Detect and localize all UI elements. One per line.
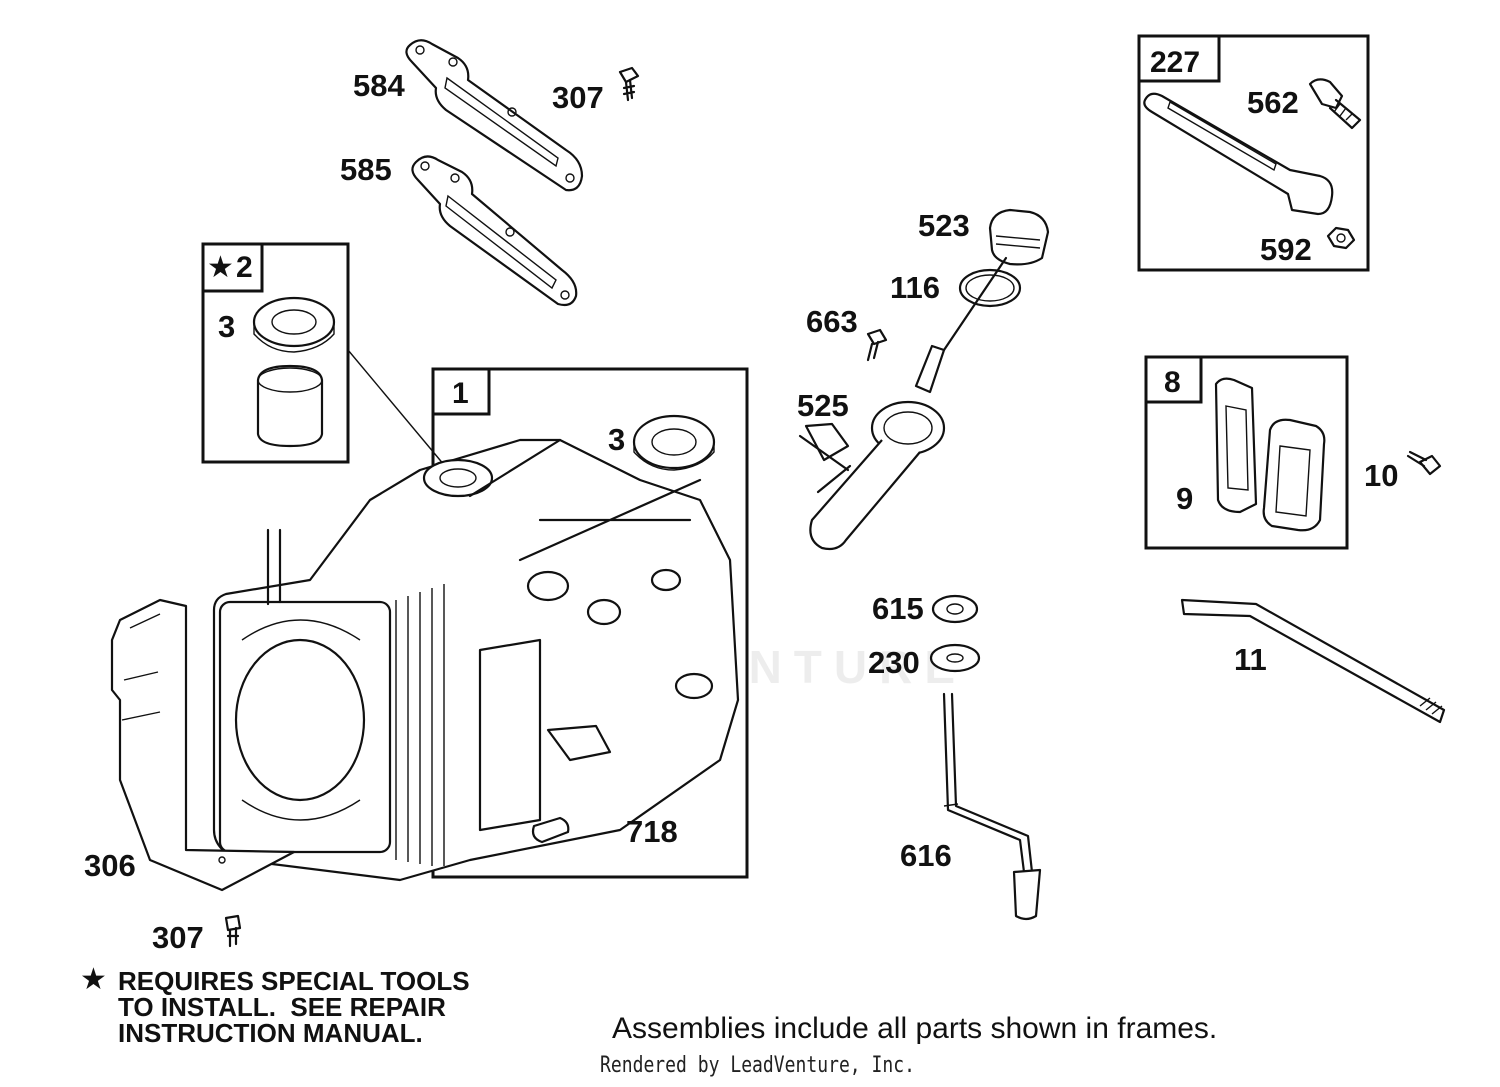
- nut-592-part: [1326, 226, 1356, 250]
- label-585: 585: [340, 152, 392, 187]
- air-guide-306-part: [110, 598, 296, 892]
- label-562: 562: [1247, 85, 1299, 120]
- o-ring-116-part: [958, 268, 1022, 308]
- label-525: 525: [797, 388, 849, 423]
- label-616: 616: [900, 838, 952, 873]
- label-1: 1: [452, 377, 469, 410]
- bearing-sleeve-part: [256, 364, 324, 448]
- screw-307-top-part: [618, 66, 640, 102]
- dipper-616-part: [942, 692, 1042, 921]
- frame-2: [201, 242, 350, 464]
- bolt-562-part: [1308, 78, 1362, 130]
- label-306: 306: [84, 848, 136, 883]
- label-307-bottom: 307: [152, 920, 204, 955]
- frame-8: [1144, 355, 1349, 550]
- tube-11-part: [1180, 598, 1446, 724]
- rendered-by-credit: Rendered by LeadVenture, Inc.: [600, 1053, 915, 1078]
- label-8: 8: [1164, 366, 1181, 399]
- label-227: 227: [1150, 46, 1200, 79]
- breather-gasket-585-part: [411, 155, 578, 307]
- label-10: 10: [1364, 458, 1398, 493]
- cylinder-block-part: [212, 438, 740, 882]
- dipstick-116-part: [914, 256, 1008, 394]
- oil-seal-3-frame2-part: [252, 296, 336, 353]
- label-584: 584: [353, 68, 405, 103]
- label-307-top: 307: [552, 80, 604, 115]
- assemblies-note: Assemblies include all parts shown in fr…: [612, 1012, 1218, 1045]
- breather-gasket-584-part: [405, 39, 584, 192]
- label-11: 11: [1234, 642, 1267, 677]
- star-symbol-note: ★: [80, 962, 107, 997]
- label-2: 2: [236, 251, 253, 284]
- label-615: 615: [872, 591, 924, 626]
- star-symbol-frame-2: ★: [207, 251, 234, 284]
- dowel-pin-718-part: [531, 816, 570, 844]
- label-230: 230: [868, 645, 920, 680]
- label-523: 523: [918, 208, 970, 243]
- special-tools-note: REQUIRES SPECIAL TOOLS TO INSTALL. SEE R…: [118, 966, 470, 1048]
- label-3-frame2: 3: [218, 309, 235, 344]
- label-718: 718: [626, 814, 678, 849]
- label-592: 592: [1260, 232, 1312, 267]
- screw-307-bottom-part: [224, 914, 242, 948]
- label-3-frame1: 3: [608, 422, 625, 457]
- screw-10-part: [1406, 450, 1442, 476]
- washer-615-part: [931, 594, 979, 624]
- leader-line-2: [347, 349, 456, 479]
- oil-seal-3-frame1-part: [632, 414, 716, 471]
- frame-227: [1137, 34, 1370, 272]
- oil-fill-cap-523-part: [988, 208, 1050, 266]
- screw-663-part: [866, 328, 888, 362]
- label-9: 9: [1176, 481, 1193, 516]
- governor-bracket-227-part: [1143, 92, 1334, 216]
- washer-230-part: [929, 643, 981, 673]
- oil-fill-tube-525-part: [798, 400, 946, 551]
- label-663: 663: [806, 304, 858, 339]
- gasket-9-part: [1214, 377, 1258, 514]
- breather-cover-part: [1262, 418, 1326, 532]
- label-116: 116: [890, 270, 940, 305]
